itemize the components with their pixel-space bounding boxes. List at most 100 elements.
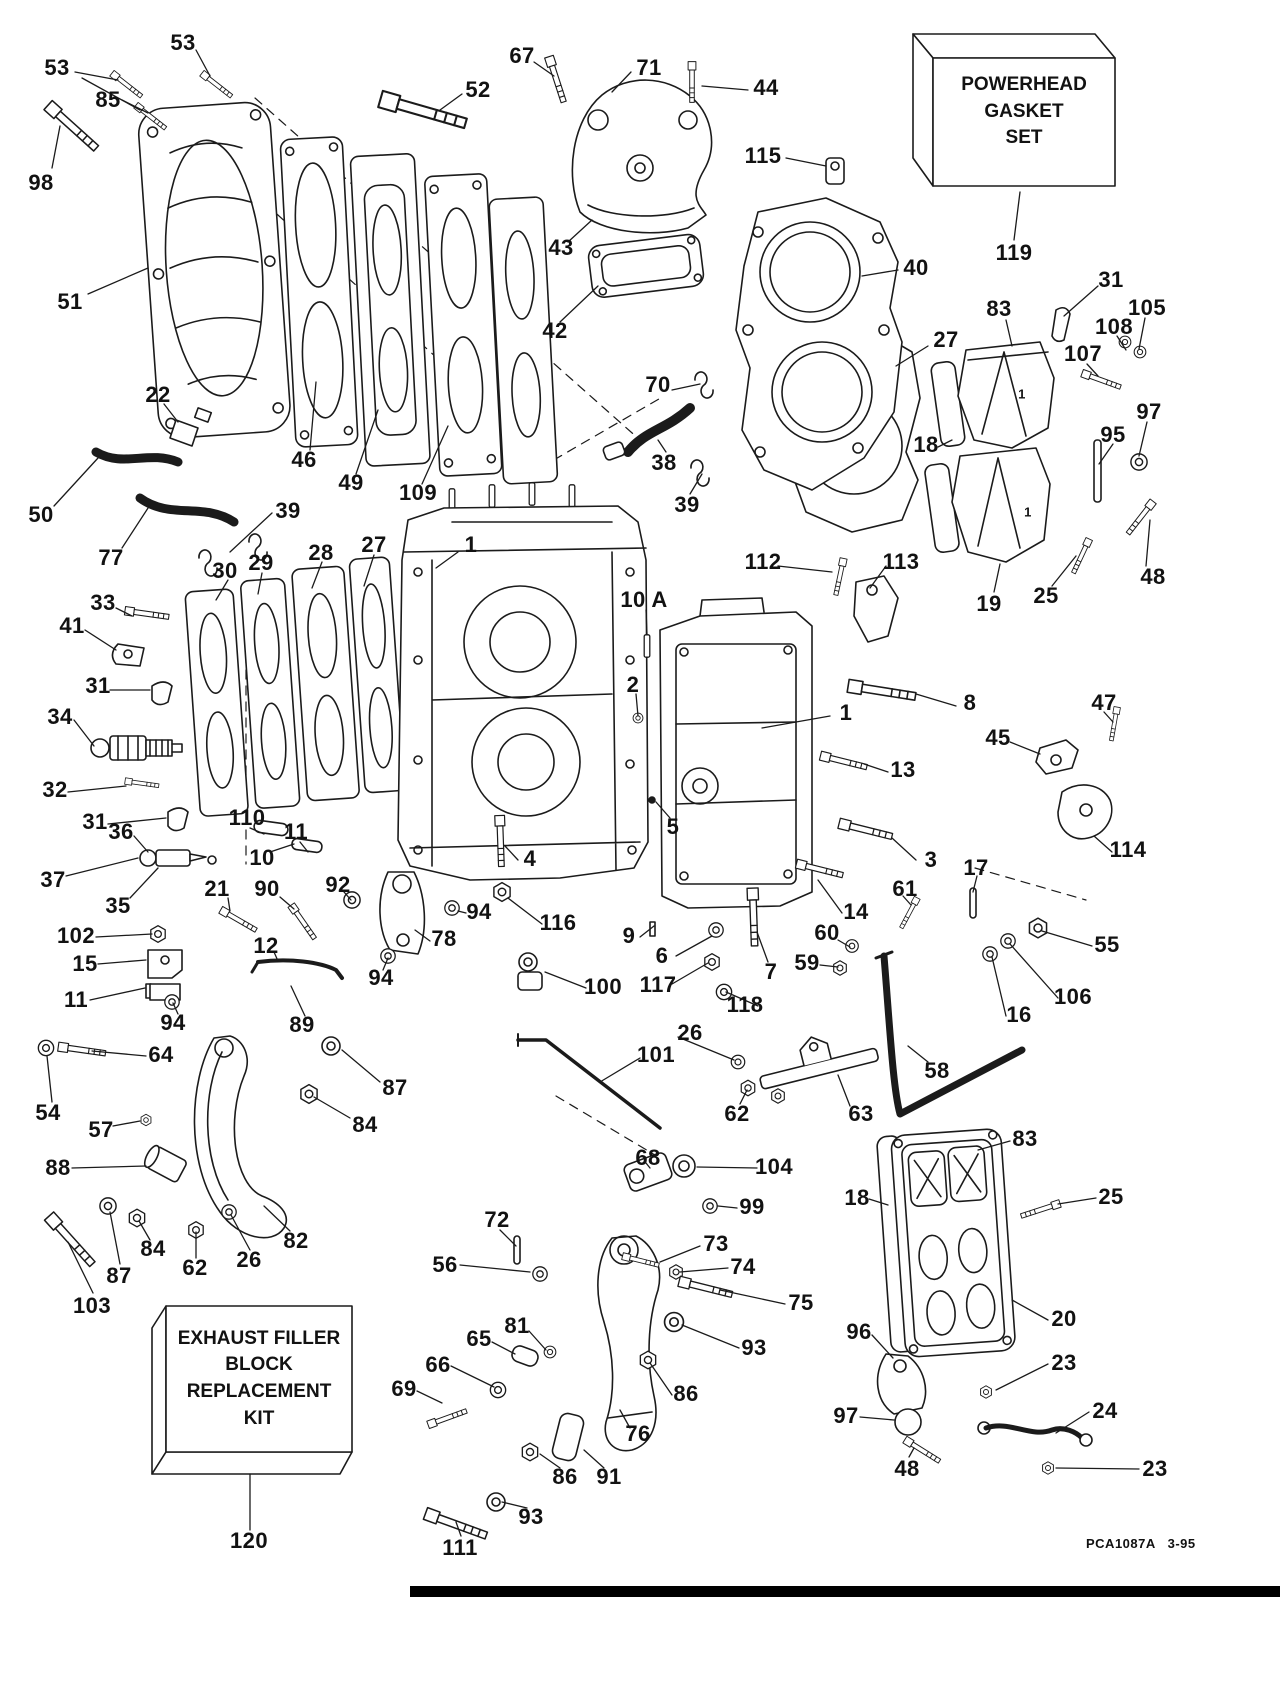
part-number-label: 107 — [1064, 341, 1102, 366]
crankcase-drawing — [659, 597, 813, 909]
part-number-label: 71 — [636, 55, 662, 80]
part-number-label: 61 — [892, 876, 918, 901]
part-number-label: 50 — [28, 502, 54, 527]
transfer-plate-stack — [184, 556, 406, 817]
part-number-label: 73 — [703, 1231, 729, 1256]
part-number-label: 1 — [1024, 504, 1032, 520]
box-line: SET — [1005, 127, 1043, 149]
part-number-label: 29 — [248, 550, 274, 575]
part-number-label: 110 — [228, 805, 266, 830]
part-number-label: 45 — [985, 725, 1011, 750]
part-number-label: 53 — [44, 55, 70, 80]
part-number-label: 5 — [666, 814, 680, 839]
part-number-label: 101 — [637, 1042, 675, 1067]
part-number-label: 24 — [1092, 1398, 1118, 1423]
part-number-label: 26 — [236, 1247, 262, 1272]
part-number-label: 42 — [542, 318, 568, 343]
part-number-label: 120 — [230, 1528, 268, 1553]
part-number-label: 4 — [523, 846, 537, 871]
bottom-center-assembly-drawing — [511, 1152, 696, 1462]
part-number-label: 102 — [57, 923, 95, 948]
document-code: PCA1087A 3-95 — [1086, 1536, 1196, 1551]
reed-valve-drawing — [924, 306, 1102, 563]
part-number-label: 96 — [846, 1319, 872, 1344]
part-number-label: 116 — [539, 910, 577, 935]
part-number-label: 47 — [1091, 690, 1117, 715]
part-number-label: 34 — [47, 704, 73, 729]
cylinder-block-drawing — [397, 482, 656, 937]
part-number-label: 97 — [1136, 399, 1162, 424]
part-number-label: 33 — [90, 590, 116, 615]
part-number-label: 31 — [1098, 267, 1124, 292]
part-number-label: 18 — [844, 1185, 870, 1210]
part-number-label: 13 — [890, 757, 916, 782]
lower-left-assembly-drawing — [143, 871, 426, 1239]
part-number-label: 94 — [368, 965, 394, 990]
part-number-label: 83 — [986, 296, 1012, 321]
powerhead-gasket-set-box: POWERHEAD GASKET SET — [933, 58, 1115, 186]
part-number-label: 31 — [85, 673, 111, 698]
part-number-label: 68 — [635, 1145, 661, 1170]
part-number-label: 28 — [308, 540, 334, 565]
box-line: EXHAUST FILLER — [177, 1327, 341, 1349]
part-number-label: 70 — [645, 372, 671, 397]
part-number-label: 39 — [275, 498, 301, 523]
part-number-label: 25 — [1033, 583, 1059, 608]
exhaust-plate-drawing — [876, 1128, 1093, 1447]
small-brackets-drawing — [111, 157, 1113, 840]
part-number-label: 54 — [35, 1100, 61, 1125]
part-number-label: 17 — [963, 855, 989, 880]
part-number-label: 86 — [552, 1464, 578, 1489]
part-number-label: 56 — [432, 1252, 458, 1277]
linkage-rods-drawing — [516, 887, 1026, 1130]
part-number-label: 57 — [88, 1117, 114, 1142]
part-number-label: 16 — [1006, 1002, 1032, 1027]
fasteners-drawing — [37, 54, 1157, 1543]
part-number-label: 85 — [95, 87, 121, 112]
part-number-label: 51 — [57, 289, 83, 314]
part-number-label: 6 — [655, 943, 669, 968]
top-bracket-drawing — [571, 79, 713, 298]
part-number-label: 15 — [72, 951, 98, 976]
part-number-label: 109 — [399, 480, 437, 505]
crankcase-cover-drawing — [137, 101, 291, 439]
part-number-label: 91 — [596, 1464, 622, 1489]
part-number-label: 88 — [45, 1155, 71, 1180]
part-number-label: 104 — [755, 1154, 793, 1179]
part-number-label: 65 — [466, 1326, 492, 1351]
box-line: REPLACEMENT — [186, 1381, 332, 1402]
part-number-label: 99 — [739, 1194, 765, 1219]
powerhead-box-outline — [912, 33, 1116, 187]
part-number-label: 39 — [674, 492, 700, 517]
part-number-label: 97 — [833, 1403, 859, 1428]
part-number-label: 40 — [903, 255, 929, 280]
part-number-label: 95 — [1100, 422, 1126, 447]
part-number-label: 8 — [963, 690, 977, 715]
part-number-label: 25 — [1098, 1184, 1124, 1209]
exhaust-box-outline — [151, 1305, 353, 1475]
part-number-label: 112 — [744, 549, 782, 574]
part-number-label: 62 — [724, 1101, 750, 1126]
part-number-label: 75 — [788, 1290, 814, 1315]
leader-lines — [46, 49, 1151, 1537]
part-number-label: 53 — [170, 30, 196, 55]
part-number-label: 60 — [814, 920, 840, 945]
part-number-label: 62 — [182, 1255, 208, 1280]
part-number-label: 7 — [764, 959, 778, 984]
part-number-label: 93 — [741, 1335, 767, 1360]
part-number-label: 59 — [794, 950, 820, 975]
part-number-label: 35 — [105, 893, 131, 918]
exhaust-filler-kit-box: EXHAUST FILLER BLOCK REPLACEMENT KIT — [166, 1306, 352, 1452]
part-number-label: 1 — [1018, 386, 1026, 402]
part-number-label: 63 — [848, 1101, 874, 1126]
part-number-label: 87 — [382, 1075, 408, 1100]
part-number-label: 117 — [639, 972, 677, 997]
part-number-label: 81 — [504, 1313, 530, 1338]
part-number-label: 12 — [253, 933, 279, 958]
cylinder-head-drawing — [735, 197, 903, 491]
part-number-label: 10 — [249, 845, 275, 870]
part-number-label: 93 — [518, 1504, 544, 1529]
part-number-label: 77 — [98, 545, 124, 570]
